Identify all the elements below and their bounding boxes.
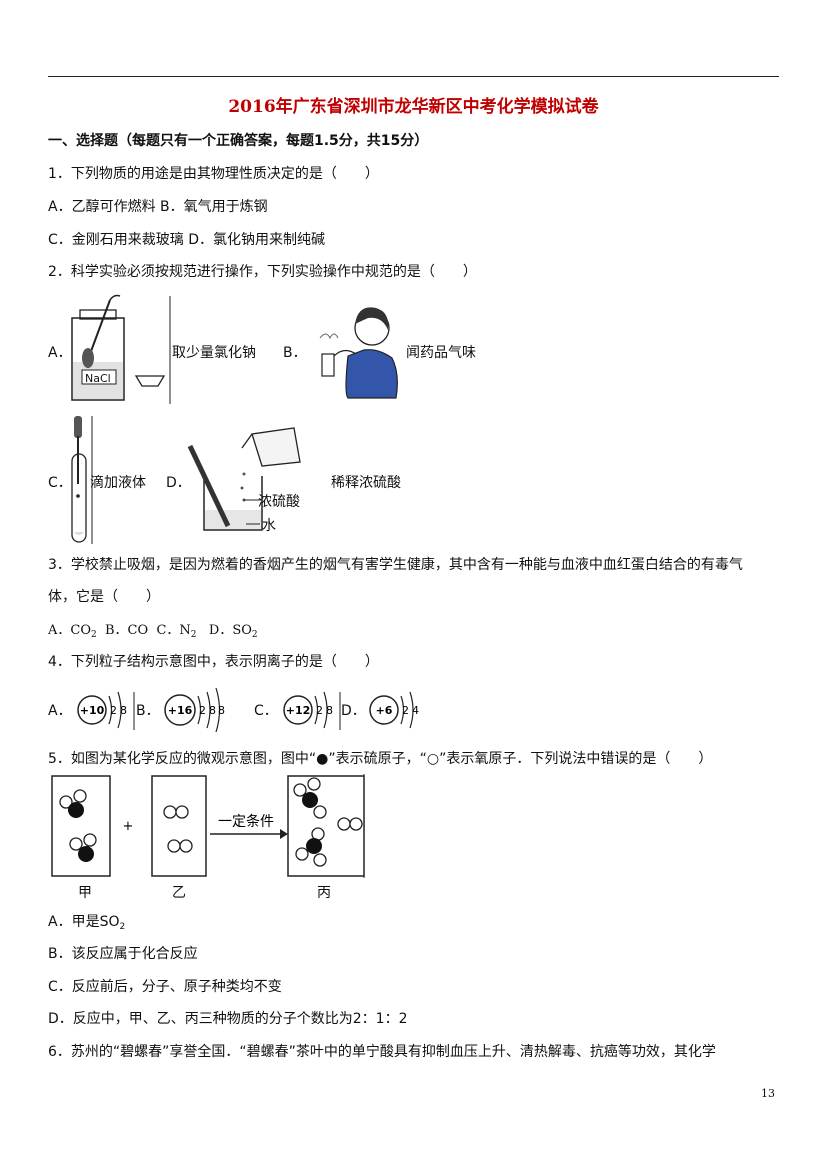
q5-option-a-subscript: 2 — [119, 922, 126, 932]
q3-option-a: A．CO — [48, 623, 91, 638]
q4-c-nucleus: +12 — [286, 704, 311, 717]
q5-option-b: B．该反应属于化合反应 — [48, 946, 198, 962]
q2-d-label: 稀释浓硫酸 — [331, 475, 401, 491]
q4-stem: 4．下列粒子结构示意图中，表示阴离子的是（ ） — [48, 654, 379, 670]
q5-arrow-label: 一定条件 — [218, 813, 274, 830]
q4-b-shell-1: 2 — [199, 704, 206, 717]
q4-b-atom-diagram: +16 2 8 8 — [164, 687, 225, 733]
q4-b-shell-2: 8 — [209, 704, 216, 717]
q5-caption-yi: 乙 — [172, 885, 186, 901]
q5-reaction-diagram: + 一定条件 — [51, 774, 365, 878]
q5-option-a: A．甲是SO2 — [48, 911, 125, 932]
q4-a-nucleus: +10 — [80, 704, 105, 717]
q4-d-shell-2: 4 — [412, 704, 419, 717]
header-rule — [48, 76, 779, 77]
q2-a-nacl-bottle-figure: NaCl — [71, 294, 171, 404]
q5-plus-sign: + — [123, 819, 134, 834]
q2-b-smelling-figure — [319, 307, 398, 399]
q2-d-water-label: 水 — [262, 518, 276, 534]
q5-caption-bing: 丙 — [317, 885, 331, 901]
q3-option-c-subscript: 2 — [190, 630, 197, 640]
q2-d-dilution-figure: 浓硫酸 水 — [187, 427, 301, 534]
q4-c-shell-2: 8 — [326, 704, 333, 717]
q4-d-atom-diagram: +6 2 4 — [369, 691, 419, 729]
q2-b-label: 闻药品气味 — [406, 345, 476, 361]
q4-a-letter: A． — [48, 703, 72, 719]
q2-b-letter: B． — [283, 345, 307, 361]
q3-option-d-subscript: 2 — [251, 630, 258, 640]
section-heading: 一、选择题（每题只有一个正确答案，每题1.5分，共15分） — [48, 133, 429, 149]
q3-stem-line2: 体，它是（ ） — [48, 589, 160, 605]
q3-option-a-subscript: 2 — [91, 630, 97, 640]
q1-options-ab: A．乙醇可作燃料 B．氧气用于炼钢 — [48, 199, 268, 215]
q5-caption-jia: 甲 — [78, 885, 92, 901]
q3-option-d: D．SO — [208, 623, 252, 638]
q2-c-letter: C． — [48, 475, 72, 491]
q4-c-letter: C． — [254, 703, 278, 719]
q4-a-shell-1: 2 — [110, 704, 117, 717]
q4-a-shell-2: 8 — [120, 704, 127, 717]
q2-c-label: 滴加液体 — [90, 475, 146, 491]
q4-b-nucleus: +16 — [168, 704, 193, 717]
q3-option-b: B．CO — [105, 623, 149, 638]
q4-b-letter: B． — [136, 703, 160, 719]
q1-stem: 1．下列物质的用途是由其物理性质决定的是（ ） — [48, 166, 379, 182]
q2-stem: 2．科学实验必须按规范进行操作，下列实验操作中规范的是（ ） — [48, 264, 477, 280]
q2-d-letter: D． — [166, 475, 191, 491]
q3-stem-line1: 3．学校禁止吸烟，是因为燃着的香烟产生的烟气有害学生健康，其中含有一种能与血液中… — [48, 557, 743, 573]
q2-c-dropper-figure — [71, 416, 93, 544]
q2-a-letter: A． — [48, 345, 72, 361]
q4-c-shell-1: 2 — [316, 704, 323, 717]
q4-c-atom-diagram: +12 2 8 — [283, 691, 341, 730]
q2-a-label: 取少量氯化钠 — [172, 345, 256, 361]
q5-option-c: C．反应前后，分子、原子种类均不变 — [48, 979, 282, 995]
q4-b-shell-3: 8 — [218, 704, 225, 717]
q5-stem: 5．如图为某化学反应的微观示意图，图中“●”表示硫原子，“○”表示氧原子．下列说… — [48, 751, 713, 767]
q4-d-shell-1: 2 — [402, 704, 409, 717]
q4-d-letter: D． — [341, 703, 366, 719]
q2-d-acid-label: 浓硫酸 — [258, 494, 300, 510]
q1-options-cd: C．金刚石用来裁玻璃 D．氯化钠用来制纯碱 — [48, 232, 326, 248]
page-title: 2016年广东省深圳市龙华新区中考化学模拟试卷 — [228, 97, 599, 117]
q2-a-reagent-label: NaCl — [85, 372, 111, 385]
q4-a-atom-diagram: +10 2 8 — [77, 691, 135, 730]
q6-stem: 6．苏州的“碧螺春”享誉全国．“碧螺春”茶叶中的单宁酸具有抑制血压上升、清热解毒… — [48, 1044, 716, 1060]
q5-option-a-text: A．甲是SO — [48, 914, 120, 930]
page-number: 13 — [761, 1087, 775, 1100]
q4-d-nucleus: +6 — [376, 704, 393, 717]
q5-option-d: D．反应中，甲、乙、丙三种物质的分子个数比为2：1：2 — [48, 1011, 408, 1027]
q3-option-c: C．N — [156, 623, 191, 638]
q3-options: A．CO2 B．CO C．N2 D．SO2 — [48, 619, 258, 640]
